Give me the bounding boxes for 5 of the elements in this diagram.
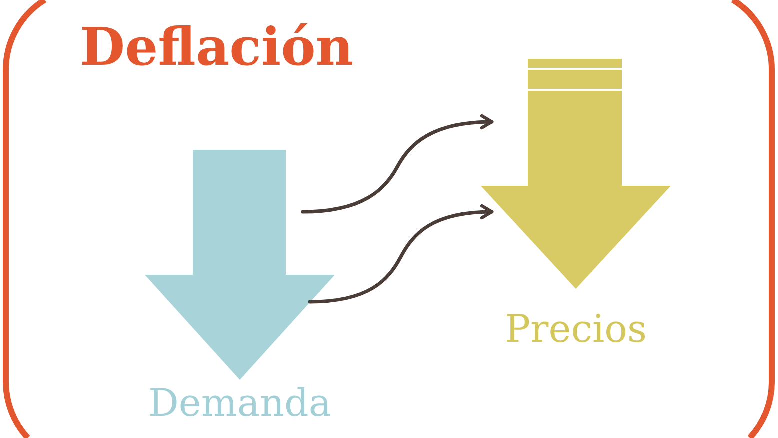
curved-arrow bbox=[301, 114, 494, 214]
curved-arrow bbox=[308, 204, 494, 304]
title: Deflación bbox=[80, 22, 354, 74]
arrow-label: Demanda bbox=[148, 384, 332, 422]
arrow-label: Precios bbox=[504, 310, 648, 348]
